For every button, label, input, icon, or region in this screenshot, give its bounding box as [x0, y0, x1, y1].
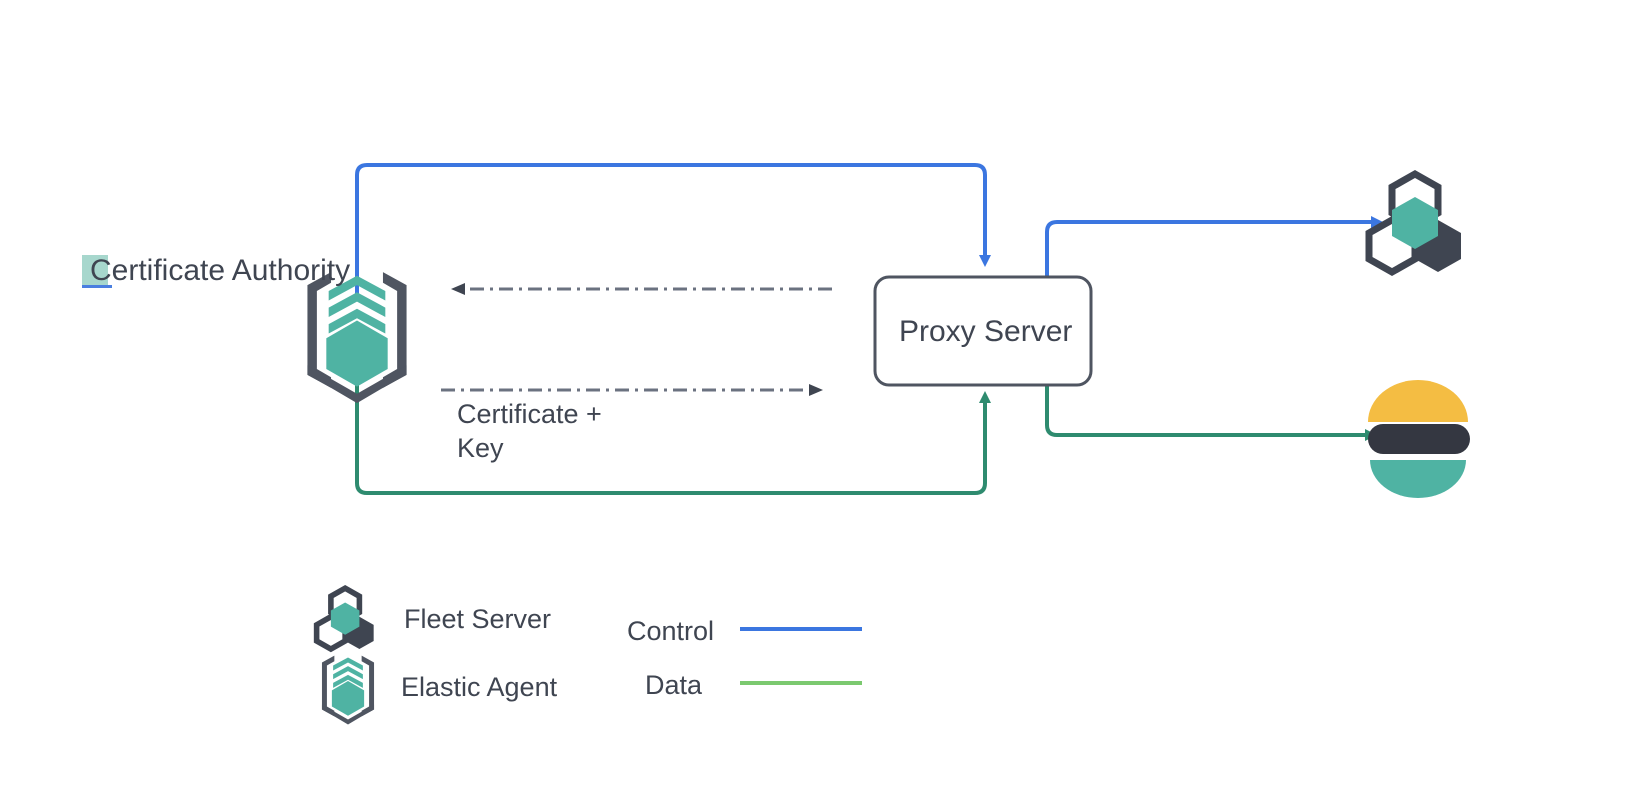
legend-label-fleet-server: Fleet Server — [404, 604, 552, 634]
elasticsearch-node[interactable] — [1368, 380, 1470, 498]
edge-control-proxy-to-fleet — [1045, 216, 1383, 277]
certificate-authority-label: Certificate Authority — [90, 254, 351, 287]
legend-fleet-server-icon — [313, 585, 374, 653]
fleet-server-node[interactable] — [1365, 169, 1461, 277]
legend-elastic-agent-icon — [321, 655, 375, 725]
proxy-server-label: Proxy Server — [899, 315, 1073, 348]
text-selection-highlight — [82, 255, 108, 287]
legend-label-control: Control — [627, 616, 715, 646]
edge-data-agent-to-proxy — [355, 378, 991, 495]
legend-label-data: Data — [645, 670, 703, 700]
text-selection-underline — [82, 285, 112, 288]
elastic-agent-icon — [307, 272, 407, 404]
elasticsearch-icon — [1368, 380, 1470, 498]
proxy-server-node[interactable] — [873, 275, 1093, 387]
legend-label-elastic-agent: Elastic Agent — [401, 672, 558, 702]
certificate-key-label-line1: Certificate + — [457, 399, 602, 429]
certificate-key-label-line2: Key — [457, 433, 504, 463]
edge-data-proxy-to-elasticsearch — [1045, 385, 1377, 441]
edge-control-agent-to-proxy — [355, 163, 991, 300]
certificate-authority-node[interactable] — [307, 272, 407, 404]
fleet-server-icon — [1365, 169, 1461, 277]
